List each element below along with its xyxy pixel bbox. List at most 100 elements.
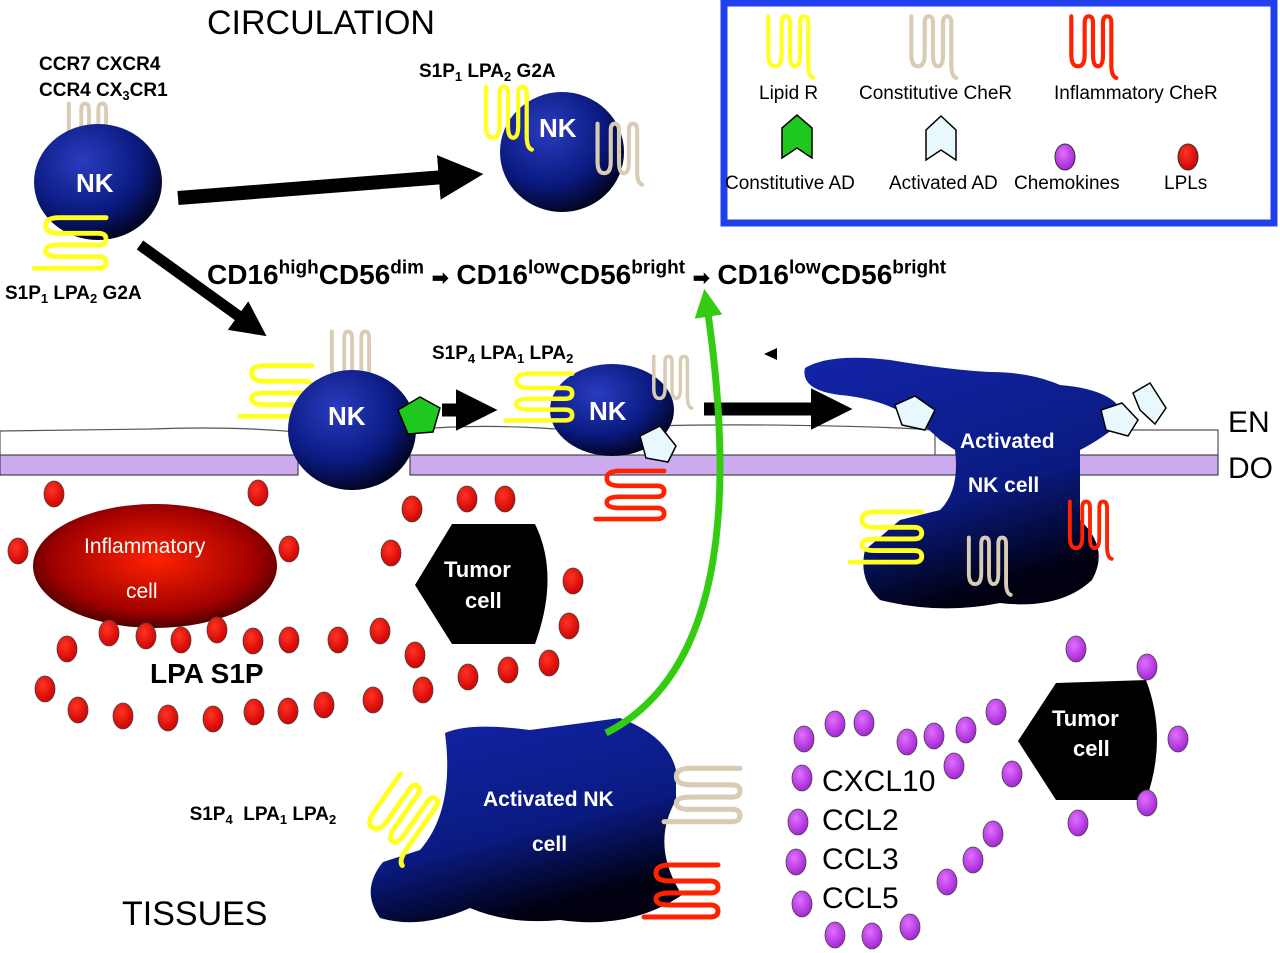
nk-label-1: NK bbox=[76, 168, 114, 198]
legend bbox=[720, 0, 1278, 227]
lpl-dot bbox=[277, 697, 299, 725]
activated-nk-cell-transmigrating bbox=[804, 357, 1167, 609]
legend-chemokine-dot-icon bbox=[1054, 143, 1076, 171]
chemokine-dot bbox=[1065, 635, 1087, 663]
lpl-dot bbox=[247, 479, 269, 507]
chemokine-dot bbox=[853, 709, 875, 737]
cd-phenotype-sequence: CD16highCD56dim ➡ CD16lowCD56bright ➡ CD… bbox=[207, 258, 946, 291]
lpl-dot bbox=[242, 627, 264, 655]
lpl-dot bbox=[135, 622, 157, 650]
endothelial-cell-left bbox=[0, 427, 299, 456]
chemokine-dot bbox=[861, 922, 883, 950]
endothelium-layer bbox=[0, 424, 1219, 476]
chemokine-dot bbox=[936, 868, 958, 896]
lpl-dot bbox=[202, 705, 224, 733]
chemokine-dot bbox=[982, 820, 1004, 848]
membrane-left bbox=[0, 454, 299, 476]
legend-chemokines: Chemokines bbox=[1014, 173, 1120, 194]
chemokine-ccl3: CCL3 bbox=[822, 843, 899, 876]
activated-nk-cell-tissue bbox=[358, 718, 740, 923]
chemokine-dot bbox=[791, 764, 813, 792]
lpl-dot bbox=[362, 686, 384, 714]
activated-ad-icon bbox=[1132, 381, 1167, 426]
chemokine-dot bbox=[1136, 653, 1158, 681]
chemokine-dot bbox=[955, 716, 977, 744]
lpl-dot bbox=[56, 635, 78, 663]
chemokine-cxcl10: CXCL10 bbox=[822, 765, 936, 798]
circulation-title: CIRCULATION bbox=[207, 4, 435, 42]
nk-cell-body bbox=[550, 364, 674, 456]
small-pointer-icon bbox=[764, 348, 777, 360]
tumor-cell-label-line2: cell bbox=[465, 588, 502, 613]
endothelium-label-do: DO bbox=[1228, 452, 1273, 485]
chemokine-dot bbox=[962, 846, 984, 874]
lpl-dot bbox=[34, 675, 56, 703]
nk1-chemokine-receptors: CCR7 CXCR4 CCR4 CX3CR1 bbox=[39, 52, 168, 105]
legend-lpl-dot-icon bbox=[1177, 143, 1199, 171]
chemokine-list: CXCL10 CCL2 CCL3 CCL5 bbox=[822, 762, 935, 918]
lpl-dots bbox=[7, 479, 584, 733]
nk-cell-circulating bbox=[34, 104, 162, 269]
chemokine-dot bbox=[1001, 760, 1023, 788]
chemokine-dot bbox=[1067, 809, 1089, 837]
lpl-dot bbox=[7, 537, 29, 565]
activated-nk-cell-body bbox=[804, 357, 1125, 609]
nk-cell-body bbox=[34, 124, 162, 240]
lpl-dot bbox=[43, 480, 65, 508]
receptor-line-2: CCR4 CX3CR1 bbox=[39, 80, 168, 103]
lpl-dot bbox=[562, 567, 584, 595]
migration-arrow bbox=[604, 288, 724, 737]
legend-inflammatory-cher: Inflammatory CheR bbox=[1054, 83, 1218, 104]
nk-label-4: NK bbox=[589, 396, 627, 426]
inflammatory-receptor-icon bbox=[596, 471, 664, 519]
legend-lpls: LPLs bbox=[1164, 173, 1208, 194]
inflammatory-cell-label-line2: cell bbox=[126, 580, 158, 603]
legend-constitutive-cher: Constitutive CheR bbox=[859, 83, 1013, 104]
chemokine-dot bbox=[1167, 725, 1189, 753]
tumor-cell-2-label-line1: Tumor bbox=[1052, 706, 1119, 731]
lpl-dot bbox=[313, 691, 335, 719]
adhesion-arrow bbox=[136, 240, 267, 337]
tumor-cell-2-label-line2: cell bbox=[1073, 736, 1110, 761]
legend-border bbox=[720, 0, 1278, 227]
lpl-dot bbox=[157, 704, 179, 732]
nk-label-2: NK bbox=[539, 113, 577, 143]
chemokine-dot bbox=[791, 890, 813, 918]
lpl-dot bbox=[98, 619, 120, 647]
cd-stage-1: CD16highCD56dim bbox=[207, 258, 425, 291]
activated-ad-icon bbox=[894, 395, 936, 431]
lpl-dot bbox=[404, 641, 426, 669]
cd-arrow-1: ➡ bbox=[431, 267, 449, 290]
chemokine-dot bbox=[985, 698, 1007, 726]
activated-ad-icon bbox=[639, 425, 677, 463]
lpl-dot bbox=[401, 495, 423, 523]
chemokine-dot bbox=[785, 848, 807, 876]
legend-constitutive-ad-icon bbox=[781, 114, 813, 160]
lpl-dot bbox=[112, 702, 134, 730]
lpl-dot bbox=[497, 656, 519, 684]
chemokine-dot bbox=[824, 921, 846, 949]
lpl-dot bbox=[558, 612, 580, 640]
lpl-dot bbox=[412, 676, 434, 704]
activated-ad-icon bbox=[1100, 402, 1139, 437]
membrane-right bbox=[1077, 454, 1219, 476]
cd-stage-3: CD16lowCD56bright bbox=[717, 258, 947, 291]
inflammatory-cell bbox=[33, 504, 277, 628]
chemokine-ccl5: CCL5 bbox=[822, 882, 899, 915]
lpl-dot bbox=[494, 485, 516, 513]
activated-nk-label-line2: NK cell bbox=[968, 474, 1040, 497]
lipids-label: LPA S1P bbox=[150, 658, 264, 689]
chemokine-dot bbox=[793, 725, 815, 753]
legend-activated-ad-icon bbox=[925, 114, 957, 162]
chemokine-dot bbox=[899, 913, 921, 941]
lpl-dot bbox=[457, 663, 479, 691]
nk-cell-circulating-2 bbox=[486, 87, 642, 212]
nk-label-3: NK bbox=[328, 401, 366, 431]
chemokine-ccl2: CCL2 bbox=[822, 804, 899, 837]
tissues-title: TISSUES bbox=[122, 895, 268, 933]
inflammatory-cell-label-line1: Inflammatory bbox=[84, 535, 206, 558]
chemokine-dot bbox=[896, 728, 918, 756]
legend-constitutive-ad: Constitutive AD bbox=[725, 173, 855, 194]
chemokine-dot bbox=[824, 710, 846, 738]
chemokine-dot bbox=[787, 808, 809, 836]
